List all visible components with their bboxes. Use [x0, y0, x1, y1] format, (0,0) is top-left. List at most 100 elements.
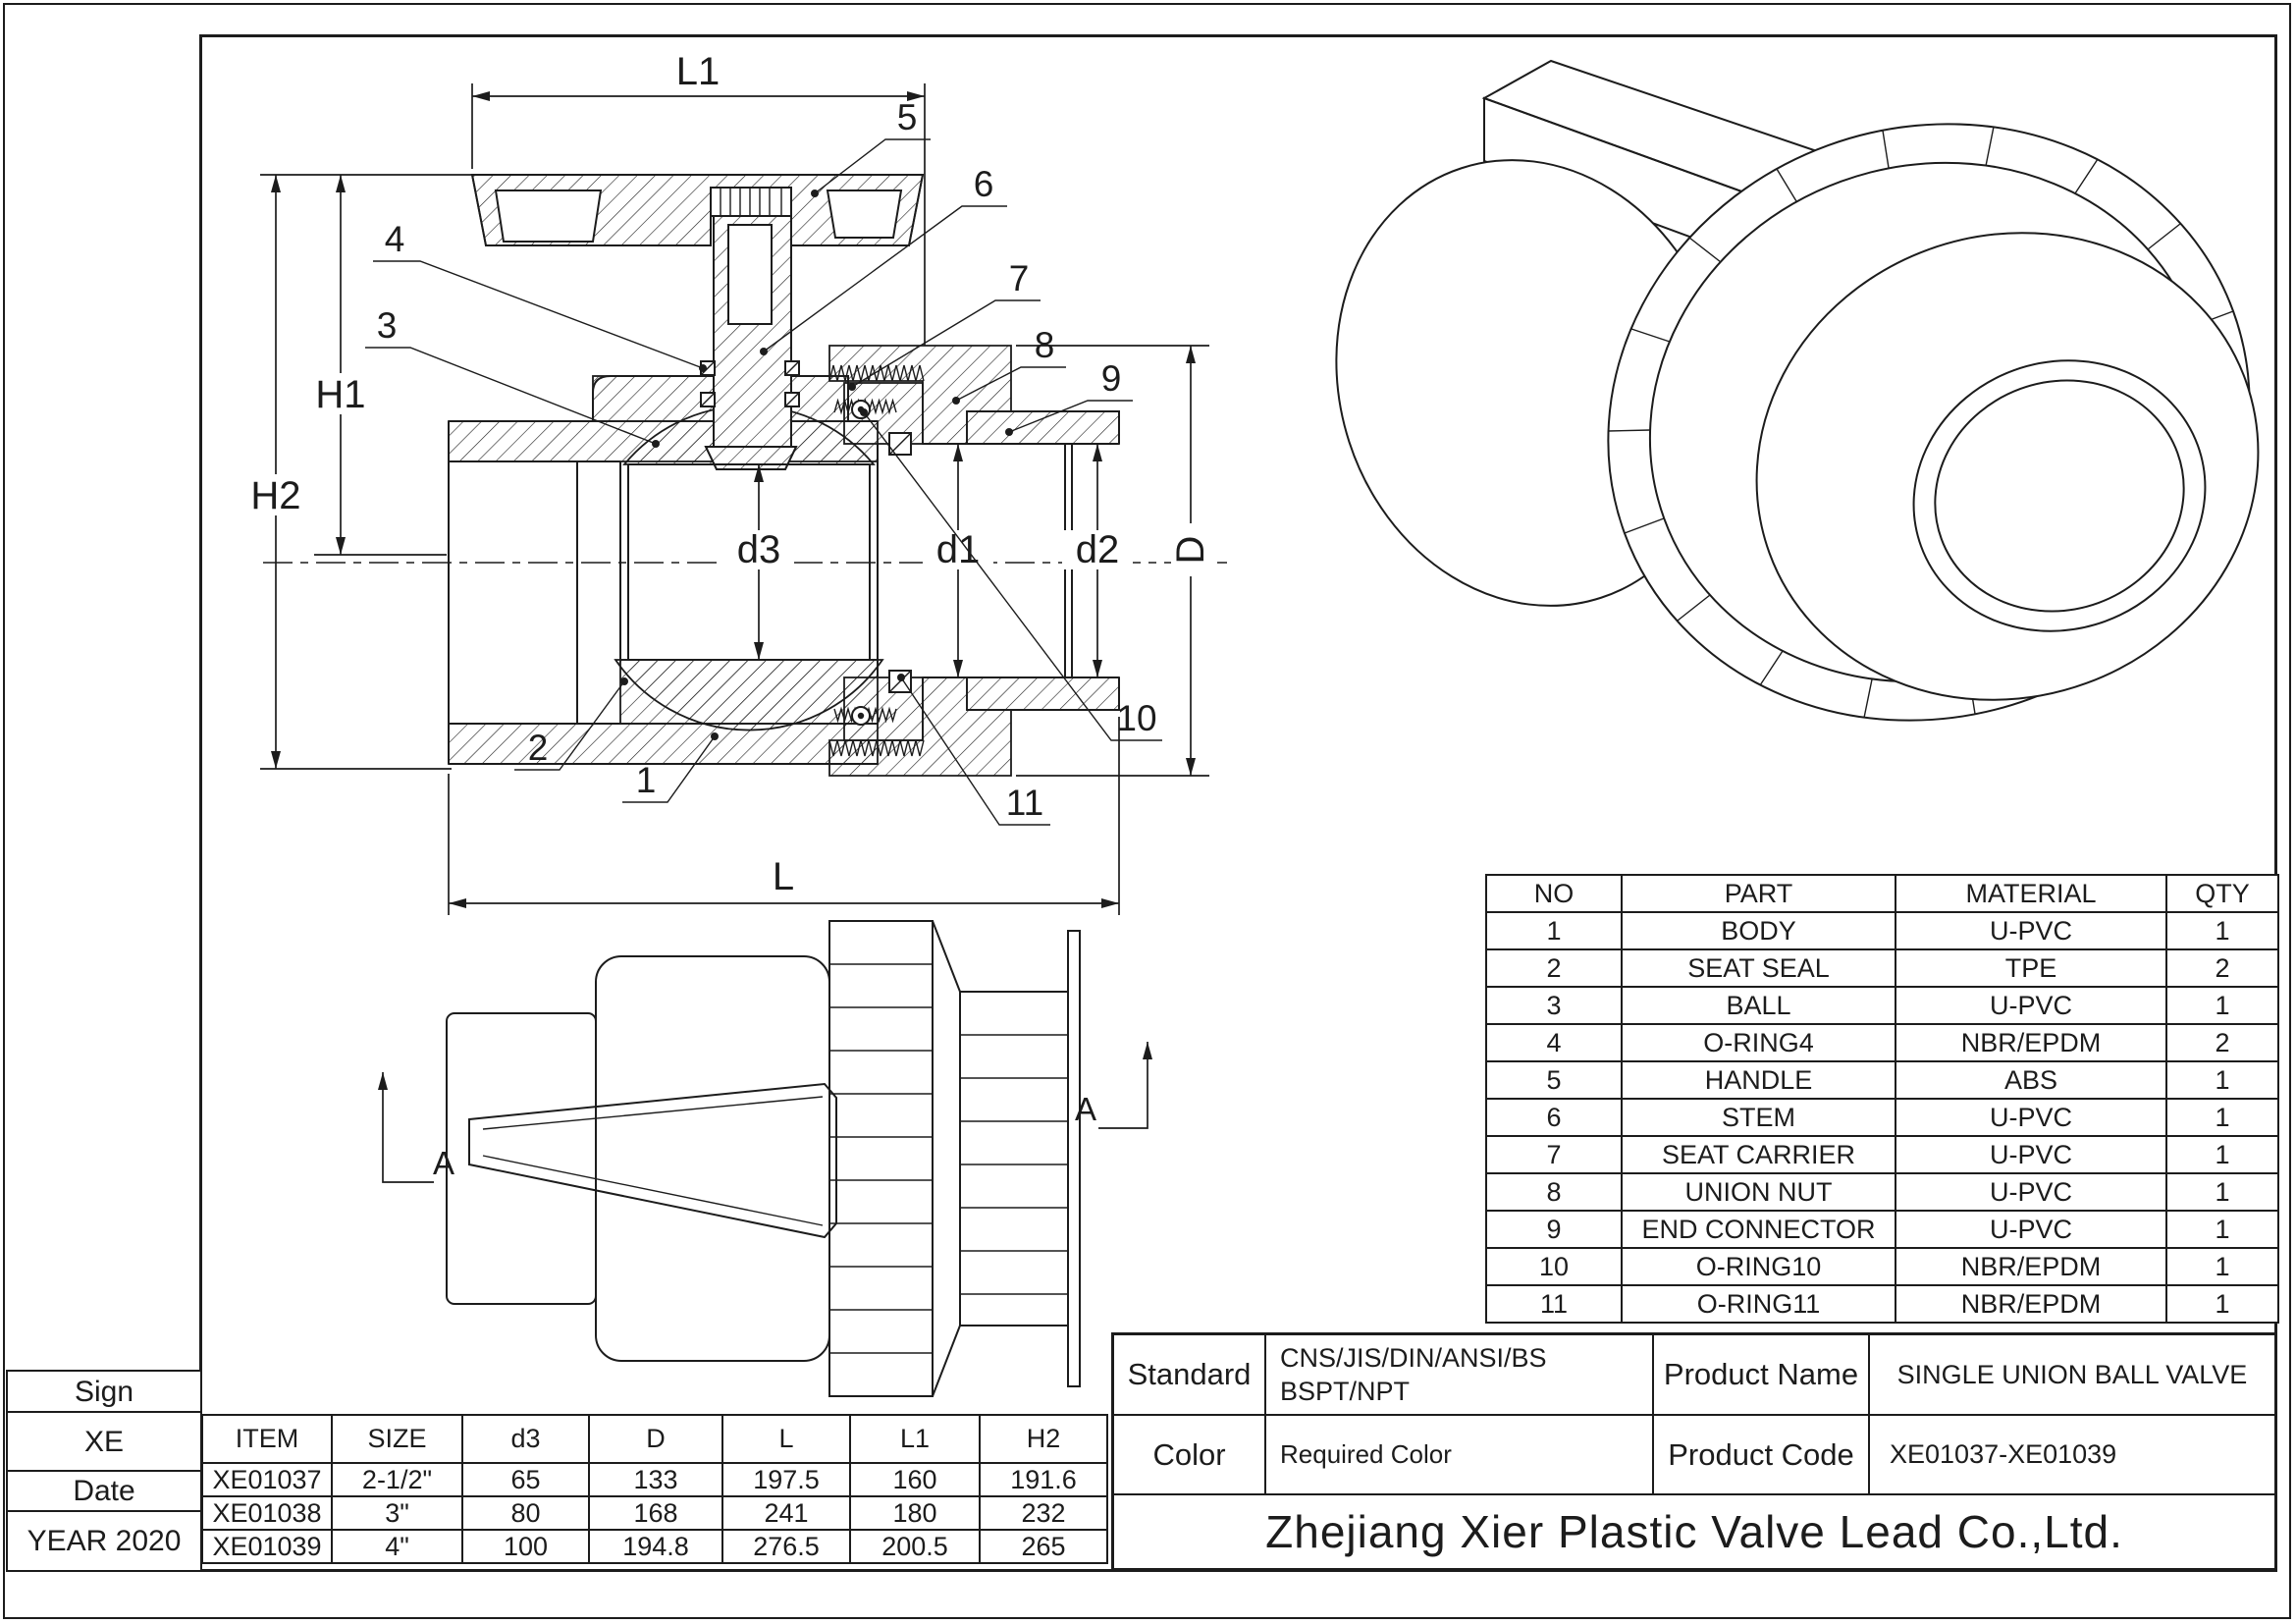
table-cell: O-RING4 — [1621, 1023, 1896, 1062]
column-header: L1 — [849, 1414, 981, 1464]
table-cell: 9 — [1485, 1210, 1623, 1249]
table-cell: 6 — [1485, 1098, 1623, 1137]
product-name-value: SINGLE UNION BALL VALVE — [1868, 1335, 2274, 1414]
table-cell: 2-1/2" — [331, 1462, 463, 1497]
column-header: MATERIAL — [1895, 874, 2167, 913]
section-label: A — [1075, 1091, 1096, 1127]
table-cell: END CONNECTOR — [1621, 1210, 1896, 1249]
svg-text:8: 8 — [1035, 325, 1055, 365]
table-cell: BODY — [1621, 911, 1896, 950]
side-union-nut — [959, 991, 1069, 1326]
svg-text:7: 7 — [1009, 258, 1030, 298]
table-cell: 1 — [2165, 911, 2279, 950]
end-connector-section — [966, 410, 1120, 445]
product-code-label: Product Code — [1652, 1414, 1868, 1493]
table-cell: 1 — [2165, 1172, 2279, 1212]
table-cell: 3" — [331, 1495, 463, 1531]
sign-value-box: XE — [6, 1411, 202, 1473]
iso-bore-opening — [1912, 359, 2207, 632]
dim-label-L1: L1 — [676, 50, 721, 93]
table-cell: XE01038 — [201, 1495, 333, 1531]
cross-section-view: L1 H2 H1 d3 d1 d2 D — [239, 50, 1227, 915]
table-cell: 11 — [1485, 1284, 1623, 1324]
table-cell: 1 — [2165, 1284, 2279, 1324]
table-cell: 1 — [2165, 986, 2279, 1025]
stem-section — [713, 215, 792, 458]
table-cell: NBR/EPDM — [1895, 1247, 2167, 1286]
table-cell: 80 — [461, 1495, 590, 1531]
svg-text:6: 6 — [974, 164, 994, 204]
svg-text:11: 11 — [1006, 783, 1043, 823]
column-header: QTY — [2165, 874, 2279, 913]
table-cell: 191.6 — [979, 1462, 1108, 1497]
table-cell: NBR/EPDM — [1895, 1023, 2167, 1062]
standard-value: CNS/JIS/DIN/ANSI/BS BSPT/NPT — [1264, 1335, 1652, 1414]
table-cell: BALL — [1621, 986, 1896, 1025]
table-cell: 241 — [721, 1495, 851, 1531]
standard-label: Standard — [1127, 1357, 1252, 1391]
table-cell: U-PVC — [1895, 1098, 2167, 1137]
balloon-2: 2 — [514, 677, 628, 771]
dim-label-H2: H2 — [250, 474, 300, 517]
svg-text:4: 4 — [385, 219, 405, 259]
table-cell: 1 — [2165, 1060, 2279, 1100]
table-cell: 160 — [849, 1462, 981, 1497]
table-cell: U-PVC — [1895, 986, 2167, 1025]
dim-label-d3: d3 — [737, 528, 781, 571]
table-cell: 8 — [1485, 1172, 1623, 1212]
table-cell: XE01039 — [201, 1529, 333, 1564]
table-cell: 1 — [1485, 911, 1623, 950]
column-header: NO — [1485, 874, 1623, 913]
table-cell: SEAT CARRIER — [1621, 1135, 1896, 1174]
table-cell: 1 — [2165, 1210, 2279, 1249]
svg-text:9: 9 — [1101, 358, 1122, 399]
balloon-1: 1 — [622, 732, 719, 803]
isometric-view — [1335, 59, 2260, 722]
year-value: YEAR 2020 — [27, 1524, 182, 1557]
table-cell: 2 — [1485, 948, 1623, 988]
column-header: D — [588, 1414, 723, 1464]
table-cell: 10 — [1485, 1247, 1623, 1286]
balloon-9: 9 — [1005, 358, 1133, 436]
balloon-10: 10 — [860, 408, 1162, 741]
side-handle — [468, 1082, 837, 1239]
side-flange — [828, 920, 934, 1397]
table-cell: SEAT SEAL — [1621, 948, 1896, 988]
table-cell: 3 — [1485, 986, 1623, 1025]
section-arrow-left: A — [378, 1072, 454, 1183]
dim-label-H1: H1 — [315, 373, 365, 416]
table-cell: 194.8 — [588, 1529, 723, 1564]
sign-label: Sign — [74, 1375, 134, 1408]
balloon-8: 8 — [952, 325, 1066, 405]
table-cell: 168 — [588, 1495, 723, 1531]
table-cell: 276.5 — [721, 1529, 851, 1564]
table-cell: U-PVC — [1895, 911, 2167, 950]
color-label: Color — [1114, 1414, 1264, 1493]
balloon-6: 6 — [760, 164, 1007, 355]
column-header: ITEM — [201, 1414, 333, 1464]
date-box: Date — [6, 1470, 202, 1513]
table-cell: U-PVC — [1895, 1210, 2167, 1249]
table-cell: UNION NUT — [1621, 1172, 1896, 1212]
balloon-3: 3 — [365, 305, 660, 448]
table-cell: 4 — [1485, 1023, 1623, 1062]
table-cell: XE01037 — [201, 1462, 333, 1497]
standard-value-line2: BSPT/NPT — [1280, 1377, 1411, 1406]
table-cell: 4" — [331, 1529, 463, 1564]
table-cell: 133 — [588, 1462, 723, 1497]
sign-value: XE — [83, 1425, 125, 1458]
table-cell: U-PVC — [1895, 1172, 2167, 1212]
